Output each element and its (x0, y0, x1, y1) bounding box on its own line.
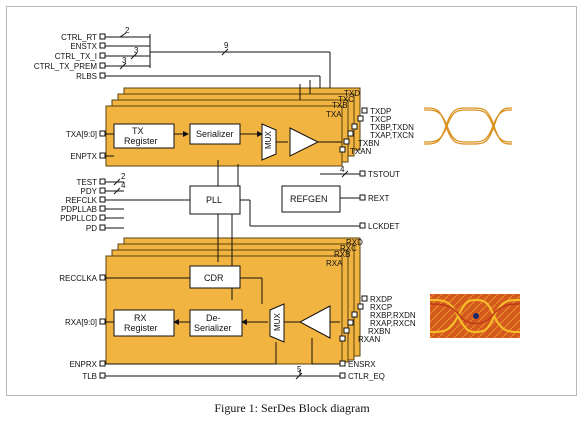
signal-enprx: ENPRX (69, 360, 97, 369)
signal-rxbn: RXBN (368, 327, 390, 336)
signal-txa-bus: TXA[9:0] (66, 130, 97, 139)
tx-control-pins (99, 33, 106, 79)
deserializer-block (189, 309, 243, 337)
signal-pdpllab: PDPLLAB (61, 205, 97, 214)
figure-caption: Figure 1: SerDes Block diagram (214, 401, 370, 415)
tx-register-label-1: TX (132, 126, 144, 136)
tx-mux-block (261, 123, 277, 161)
deserializer-label-1: De- (206, 313, 221, 323)
signal-rxdp: RXDP (370, 295, 392, 304)
signal-ctrl-rt: CTRL_RT (61, 33, 97, 42)
rx-register-block (113, 309, 175, 337)
signal-rext: REXT (368, 194, 389, 203)
tx-datapath (104, 131, 342, 157)
middle-left-pins (99, 178, 106, 231)
middle-right-pins (359, 170, 366, 229)
rx-mux-block (269, 303, 285, 343)
rx-equalizer-amp (298, 305, 331, 339)
cdr-block (189, 265, 241, 289)
signal-pd: PD (86, 224, 97, 233)
signal-ctrl-tx-i: CTRL_TX_I (55, 52, 97, 61)
signal-txbn: TXBN (358, 139, 380, 148)
signal-lckdet: LCKDET (368, 222, 400, 231)
bus-width-ctrl-tx-prem: 3 (122, 56, 127, 65)
tx-lane-label-b: TXB (332, 101, 348, 110)
signal-txap-txcn: TXAP,TXCN (370, 131, 414, 140)
rx-lane-label-b: RXB (334, 250, 350, 259)
bus-width-ctrl-rt: 2 (125, 26, 130, 35)
bus-width-tx-ctrl: 9 (224, 41, 229, 50)
serializer-block (189, 123, 241, 145)
rx-register-label-2: Register (124, 323, 158, 333)
tx-eye-diagram (423, 104, 513, 148)
signal-txan: TXAN (350, 147, 372, 156)
rx-lane-label-a: RXA (326, 259, 343, 268)
serializer-label: Serializer (196, 129, 234, 139)
refgen-label: REFGEN (290, 194, 328, 204)
signal-ctrl-tx-prem: CTRL_TX_PREM (34, 62, 97, 71)
signal-ctlr-eq: CTLR_EQ (348, 372, 385, 381)
pll-block (189, 185, 241, 215)
signal-pdy: PDY (81, 187, 98, 196)
signal-txdp: TXDP (370, 107, 391, 116)
bus-width-test: 2 (121, 172, 126, 181)
refgen-block (281, 185, 341, 213)
tx-register-label-2: Register (124, 136, 158, 146)
rx-lane-stack: RXD RXC RXB RXA (105, 237, 363, 365)
signal-rxcp: RXCP (370, 303, 392, 312)
tx-driver-amp (289, 127, 320, 157)
signal-ensrx: ENSRX (348, 360, 376, 369)
signal-enstx: ENSTX (70, 42, 97, 51)
bus-width-tlb: 5 (297, 365, 302, 374)
tx-mux-label: MUX (264, 131, 273, 149)
tx-lane-label-d: TXD (344, 89, 360, 98)
rx-lane-label-d: RXD (346, 238, 363, 247)
signal-txbp-txdn: TXBP,TXDN (370, 123, 414, 132)
signal-refclk: REFCLK (65, 196, 97, 205)
tx-output-pins (339, 107, 368, 153)
signal-rxan: RXAN (358, 335, 380, 344)
signal-test: TEST (77, 178, 98, 187)
signal-rxbp-rxdn: RXBP,RXDN (370, 311, 416, 320)
signal-rlbs: RLBS (76, 72, 97, 81)
rx-input-pins (99, 274, 106, 379)
bus-width-pdy: 4 (121, 181, 126, 190)
signal-rxap-rxcn: RXAP,RXCN (370, 319, 416, 328)
rx-datapath (104, 277, 340, 380)
signal-txcp: TXCP (370, 115, 391, 124)
bus-width-ctrl-tx-i: 3 (134, 46, 139, 55)
signal-enptx: ENPTX (70, 152, 97, 161)
rx-eye-diagram (429, 294, 521, 338)
tx-input-pins (99, 130, 106, 159)
signal-rxa-bus: RXA[9:0] (65, 318, 97, 327)
tx-lane-label-c: TXC (338, 95, 354, 104)
rx-mux-label: MUX (273, 313, 282, 331)
signal-tlb: TLB (82, 372, 97, 381)
signal-pdpllcd: PDPLLCD (60, 214, 97, 223)
tx-control-signals (104, 32, 331, 100)
tx-lane-label-a: TXA (326, 110, 342, 119)
rx-lane-label-c: RXC (340, 244, 357, 253)
rx-register-label-1: RX (134, 313, 147, 323)
cdr-label: CDR (204, 273, 224, 283)
signal-recclka: RECCLKA (59, 274, 97, 283)
signal-tstout: TSTOUT (368, 170, 400, 179)
bus-width-tstout: 4 (340, 165, 345, 174)
pll-label: PLL (206, 195, 222, 205)
deserializer-label-2: Serializer (194, 323, 232, 333)
rx-output-pins (339, 295, 368, 379)
tx-register-block (113, 123, 175, 149)
